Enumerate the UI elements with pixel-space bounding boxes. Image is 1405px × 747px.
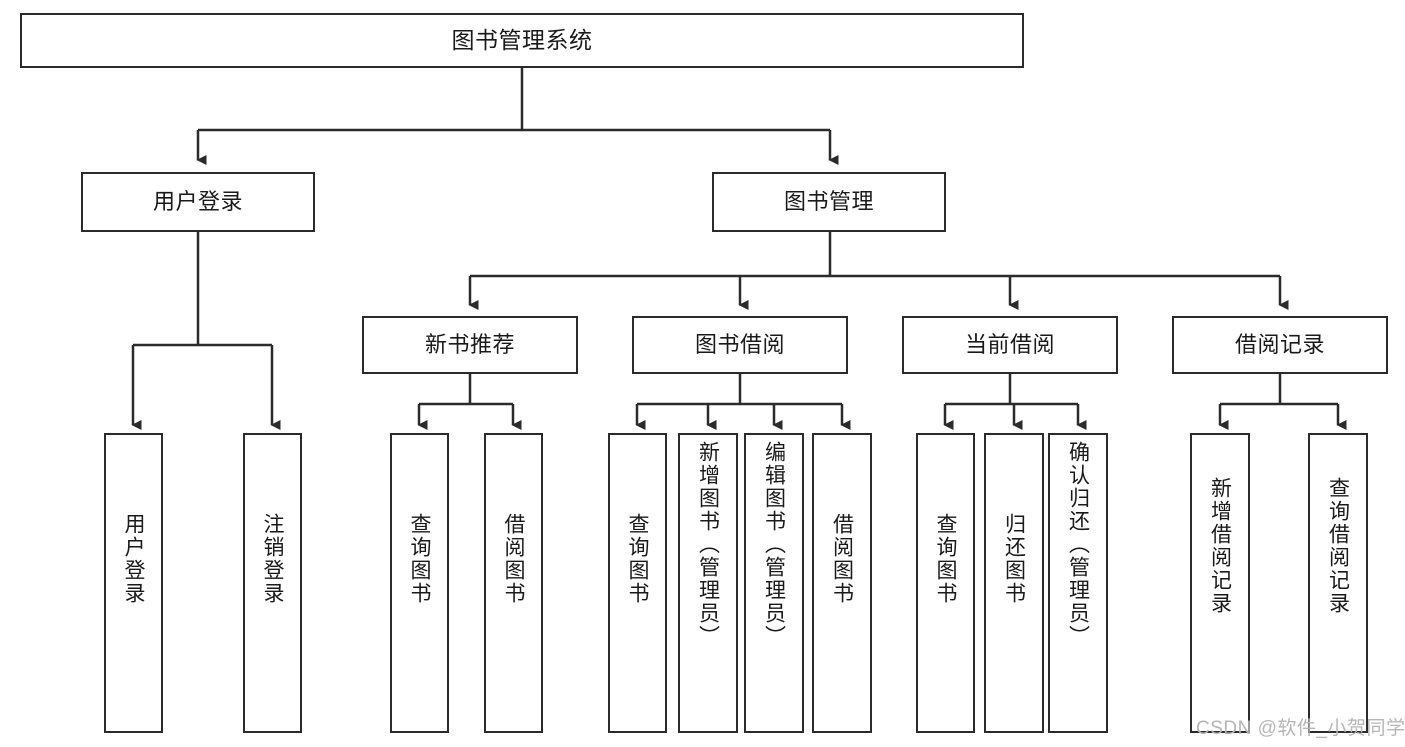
node-label: 借阅图书	[502, 513, 525, 605]
node-label: 用户登录	[122, 513, 145, 605]
node-leaf-add-borrow-record[interactable]: 新增借阅记录	[1190, 433, 1250, 733]
node-label: 当前借阅	[964, 331, 1055, 357]
node-leaf-add-book-admin[interactable]: 新增图书（管理员）	[678, 433, 738, 733]
node-book-borrow[interactable]: 图书借阅	[632, 316, 848, 374]
node-leaf-edit-book-admin[interactable]: 编辑图书（管理员）	[744, 433, 804, 733]
node-label: 用户登录	[152, 188, 243, 214]
node-label: 图书管理系统	[451, 26, 593, 53]
node-current-borrow[interactable]: 当前借阅	[902, 316, 1118, 374]
node-leaf-query-borrow-record[interactable]: 查询借阅记录	[1308, 433, 1368, 733]
node-leaf-logout[interactable]: 注销登录	[243, 433, 302, 733]
node-label: 查询图书	[408, 513, 431, 605]
node-leaf-borrow-books-recommend[interactable]: 借阅图书	[484, 433, 543, 733]
node-label: 归还图书	[1002, 513, 1026, 605]
node-leaf-borrow-books[interactable]: 借阅图书	[812, 433, 872, 733]
node-book-management[interactable]: 图书管理	[712, 172, 946, 232]
node-label: 查询借阅记录	[1326, 477, 1350, 615]
node-leaf-query-books-borrow[interactable]: 查询图书	[608, 433, 667, 733]
node-label: 注销登录	[261, 513, 284, 605]
node-label: 借阅图书	[830, 513, 854, 605]
node-root-system[interactable]: 图书管理系统	[20, 13, 1024, 68]
csdn-watermark: CSDN @软件_小贺同学	[1196, 718, 1405, 739]
node-label: 新书推荐	[424, 331, 515, 357]
node-label: 新增借阅记录	[1208, 477, 1232, 615]
node-label: 查询图书	[626, 513, 649, 605]
node-leaf-confirm-return-admin[interactable]: 确认归还（管理员）	[1048, 433, 1108, 733]
node-label: 图书管理	[783, 188, 874, 214]
node-label: 查询图书	[934, 513, 957, 605]
node-leaf-query-books-current[interactable]: 查询图书	[916, 433, 975, 733]
node-label: 新增图书（管理员）	[696, 441, 720, 648]
node-new-book-recommend[interactable]: 新书推荐	[362, 316, 578, 374]
node-leaf-query-books-recommend[interactable]: 查询图书	[390, 433, 449, 733]
node-user-login[interactable]: 用户登录	[81, 172, 315, 232]
node-label: 编辑图书（管理员）	[762, 441, 786, 648]
node-label: 图书借阅	[694, 331, 785, 357]
node-leaf-return-books[interactable]: 归还图书	[984, 433, 1044, 733]
node-label: 借阅记录	[1234, 331, 1325, 357]
node-leaf-user-login[interactable]: 用户登录	[104, 433, 163, 733]
node-label: 确认归还（管理员）	[1066, 441, 1090, 648]
node-borrow-records[interactable]: 借阅记录	[1172, 316, 1388, 374]
